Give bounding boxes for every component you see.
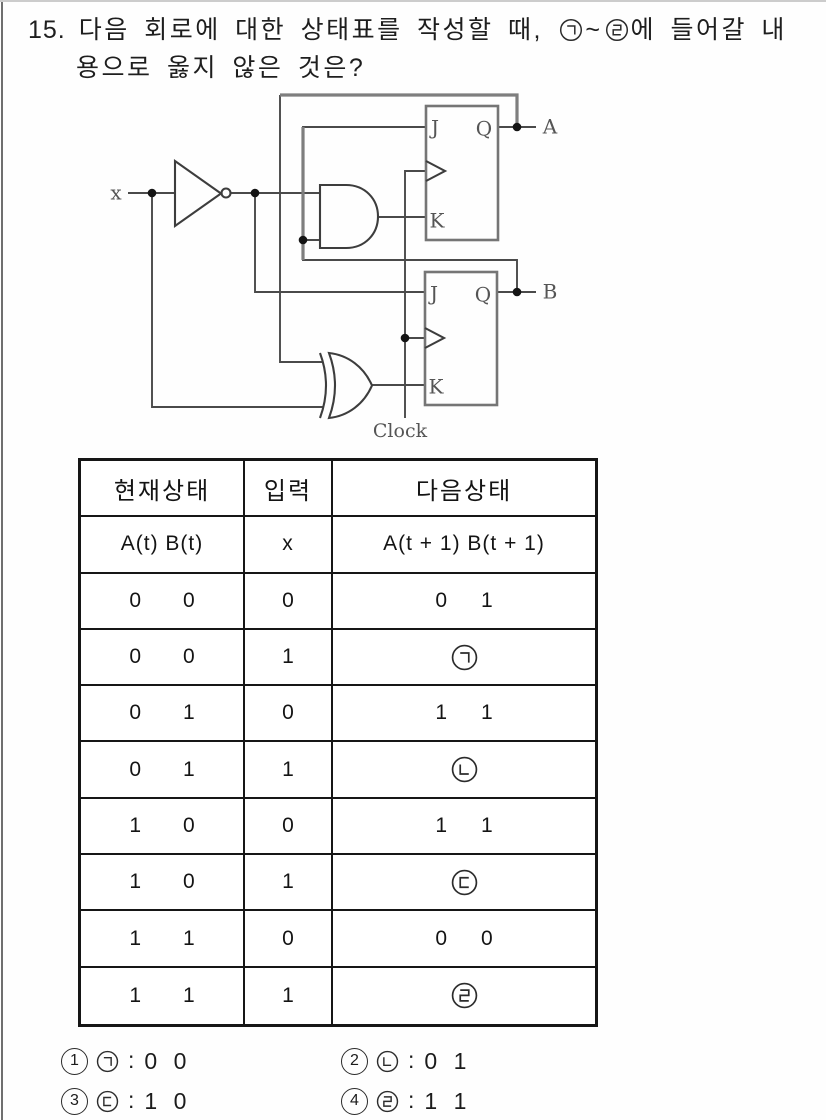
subheader-next: A(t + 1) B(t + 1) xyxy=(333,517,595,574)
header-current-state: 현재상태 xyxy=(81,461,245,518)
junction-and-input xyxy=(298,235,308,245)
option-2: 2 ㉡ : 0 1 xyxy=(341,1046,471,1076)
ff-b-j-label: J xyxy=(428,282,438,306)
not-gate xyxy=(173,158,223,229)
option-1-value: 0 0 xyxy=(144,1047,192,1074)
junction-output-b xyxy=(512,287,522,297)
option-3-value: 1 0 xyxy=(144,1087,192,1114)
input-x-label: x xyxy=(110,181,122,205)
ff-a-j-label: J xyxy=(429,116,439,140)
ff-a-k-label: K xyxy=(430,209,446,233)
option-4: 4 ㉣ : 1 1 xyxy=(341,1086,471,1116)
next-state-marker-giyeok: ㉠ xyxy=(333,630,595,687)
circled-giyeok-icon: ㉠ xyxy=(96,1050,119,1073)
next-state-marker-rieul: ㉣ xyxy=(333,968,595,1024)
wire-input-x xyxy=(128,192,323,408)
circuit-diagram: x J Q K A J Q K B Clock xyxy=(110,93,558,442)
wire-b-feedback xyxy=(302,126,536,293)
option-1: 1 ㉠ : 0 0 xyxy=(61,1046,191,1076)
question-line-2: 용으로 옳지 않은 것은? xyxy=(76,54,366,82)
junction-output-a xyxy=(512,122,522,132)
xor-gate-body xyxy=(327,351,374,420)
option-2-number-badge: 2 xyxy=(341,1047,368,1075)
option-2-value: 0 1 xyxy=(424,1047,472,1074)
flipflop-b-clock-triangle xyxy=(424,327,447,349)
not-gate-bubble xyxy=(220,187,232,199)
next-state-marker-nieun: ㉡ xyxy=(333,742,595,799)
question-number: 15. xyxy=(28,16,66,44)
question-text-pre: 다음 회로에 대한 상태표를 작성할 때, xyxy=(78,16,543,44)
junction-clock xyxy=(400,333,410,343)
jk-flipflop-a xyxy=(424,104,500,242)
page-left-border xyxy=(1,0,3,1120)
page-top-border xyxy=(0,0,826,2)
header-next-state: 다음상태 xyxy=(333,461,595,518)
flipflop-a-clock-triangle xyxy=(425,160,448,182)
ff-b-q-label: Q xyxy=(475,283,491,307)
header-input: 입력 xyxy=(245,461,333,518)
option-3-number-badge: 3 xyxy=(61,1087,88,1115)
tilde: ~ xyxy=(585,16,603,44)
circled-nieun-icon: ㉡ xyxy=(376,1050,399,1073)
ff-a-q-label: Q xyxy=(476,117,492,141)
question-line-1: 15. 다음 회로에 대한 상태표를 작성할 때, ㉠ ~ ㉣ 에 들어갈 내 xyxy=(28,15,787,45)
option-4-number-badge: 4 xyxy=(341,1087,368,1115)
and-gate xyxy=(318,183,380,250)
wire-x-prime xyxy=(231,192,425,293)
state-table: 현재상태 입력 다음상태 A(t) B(t) x A(t + 1) B(t + … xyxy=(78,458,598,1027)
subheader-input: x xyxy=(245,517,333,574)
junction-x-prime xyxy=(250,188,260,198)
circled-digeut-icon: ㉢ xyxy=(96,1090,119,1113)
option-1-number-badge: 1 xyxy=(61,1047,88,1075)
next-state-marker-digeut: ㉢ xyxy=(333,855,595,912)
output-a-label: A xyxy=(542,115,558,139)
clock-label: Clock xyxy=(373,420,428,442)
xor-gate-back-arc xyxy=(319,352,327,419)
circled-rieul-icon: ㉣ xyxy=(605,18,629,42)
option-4-value: 1 1 xyxy=(424,1087,472,1114)
subheader-current: A(t) B(t) xyxy=(81,517,245,574)
circled-rieul-icon: ㉣ xyxy=(376,1090,399,1113)
junction-x xyxy=(147,188,157,198)
wire-clock xyxy=(404,170,426,418)
circled-giyeok-icon: ㉠ xyxy=(559,18,583,42)
output-b-label: B xyxy=(543,280,558,304)
ff-b-k-label: K xyxy=(429,375,445,399)
wire-a-feedback-top xyxy=(280,93,519,127)
question-text-post: 에 들어갈 내 xyxy=(630,16,787,44)
jk-flipflop-b xyxy=(423,270,499,407)
option-3: 3 ㉢ : 1 0 xyxy=(61,1086,191,1116)
